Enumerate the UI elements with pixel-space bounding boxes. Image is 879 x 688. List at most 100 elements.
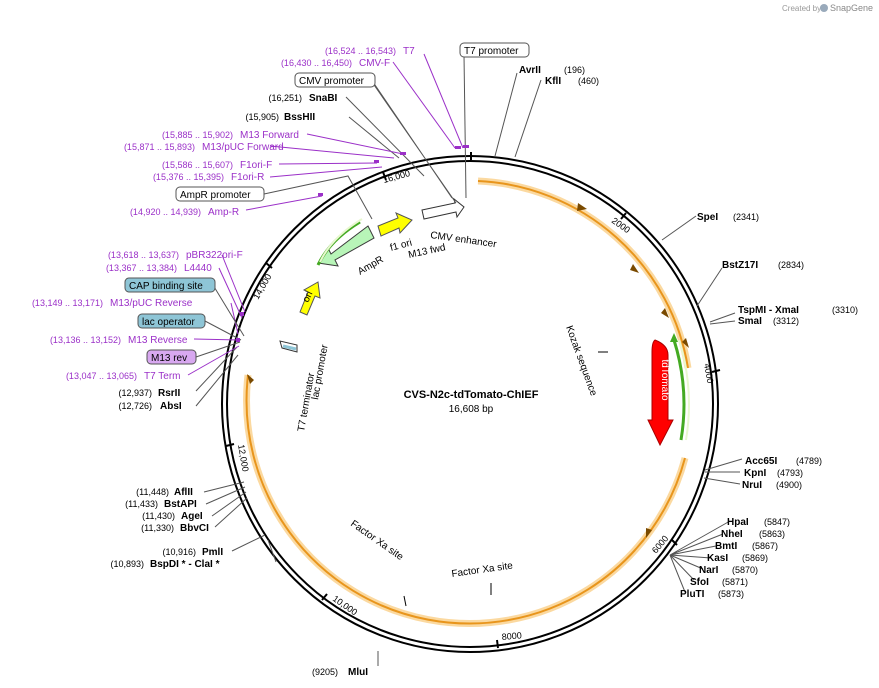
tick-8000: 8000 — [501, 630, 522, 642]
primer-m13puc-fwd-range: (15,871 .. 15,893) — [124, 142, 195, 152]
ori-label: ori — [301, 290, 316, 305]
site-avrii[interactable]: AvrII — [519, 65, 541, 76]
site-smai-pos: (3312) — [773, 316, 799, 326]
primer-f1orir[interactable]: F1ori-R — [231, 172, 264, 183]
primer-m13puc-fwd[interactable]: M13/pUC Forward — [202, 142, 284, 153]
t7-promoter-box[interactable]: T7 promoter — [459, 42, 530, 58]
site-bmti-pos: (5867) — [752, 541, 778, 551]
site-aflii[interactable]: AflII — [174, 487, 193, 498]
primer-ampr[interactable]: Amp-R — [208, 207, 239, 218]
site-hpai-pos: (5847) — [764, 517, 790, 527]
site-mlui-pos: (9205) — [312, 667, 338, 677]
credit-brand: SnapGene — [830, 3, 873, 13]
site-bstz17i[interactable]: BstZ17I — [722, 260, 758, 271]
chief-feature[interactable] — [672, 339, 686, 441]
site-rsrii-pos: (12,937) — [118, 388, 152, 398]
primer-m13puc-rev[interactable]: M13/pUC Reverse — [110, 298, 193, 309]
credit-prefix: Created by — [782, 4, 821, 13]
primer-f1orif[interactable]: F1ori-F — [240, 160, 272, 171]
site-snabi[interactable]: SnaBI — [309, 93, 338, 104]
ampr-label: AmpR — [356, 254, 386, 277]
cap-binding-box[interactable]: CAP binding site — [124, 277, 216, 293]
site-absi[interactable]: AbsI — [160, 401, 182, 412]
site-kasi[interactable]: KasI — [707, 553, 728, 564]
site-nrui[interactable]: NruI — [742, 480, 762, 491]
site-kpni[interactable]: KpnI — [744, 468, 766, 479]
site-pluti-pos: (5873) — [718, 589, 744, 599]
lac-operator-box[interactable]: lac operator — [137, 313, 206, 329]
site-avrii-pos: (196) — [564, 65, 585, 75]
site-agei[interactable]: AgeI — [181, 511, 203, 522]
site-bspdi-clai-pos: (10,893) — [110, 559, 144, 569]
primer-cmvf[interactable]: CMV-F — [359, 58, 390, 69]
orf-arrowheads — [247, 203, 689, 538]
site-pmli[interactable]: PmlI — [202, 547, 223, 558]
site-mlui[interactable]: MluI — [348, 667, 368, 678]
site-bspdi-clai[interactable]: BspDI * - ClaI * — [150, 559, 220, 570]
site-bbvci[interactable]: BbvCI — [180, 523, 209, 534]
site-bstz17i-pos: (2834) — [778, 260, 804, 270]
site-hpai[interactable]: HpaI — [727, 517, 749, 528]
primer-m13fwd[interactable]: M13 Forward — [240, 130, 299, 141]
site-kpni-pos: (4793) — [777, 468, 803, 478]
primer-m13rev[interactable]: M13 Reverse — [128, 335, 188, 346]
site-tspmi-xmai-pos: (3310) — [832, 305, 858, 315]
primer-leaders — [187, 53, 464, 376]
tdtomato-label: tdTomato — [659, 359, 670, 401]
site-kfli-pos: (460) — [578, 76, 599, 86]
f1ori-feature[interactable] — [377, 212, 413, 237]
site-nhei[interactable]: NheI — [721, 529, 743, 540]
site-kfli[interactable]: KflI — [545, 76, 561, 87]
m13-rev-box[interactable]: M13 rev — [146, 349, 197, 365]
primer-m13fwd-range: (15,885 .. 15,902) — [162, 130, 233, 140]
snapgene-logo-icon — [820, 4, 828, 12]
m13-rev-label: M13 rev — [151, 353, 187, 364]
ori-feature[interactable] — [299, 281, 321, 316]
tick-14000: 14,000 — [251, 272, 273, 301]
primer-ampr-range: (14,920 .. 14,939) — [130, 207, 201, 217]
left-leaders — [195, 54, 467, 563]
site-tspmi-xmai[interactable]: TspMI - XmaI — [738, 305, 799, 316]
site-kasi-pos: (5869) — [742, 553, 768, 563]
primer-m13rev-range: (13,136 .. 13,152) — [50, 335, 121, 345]
tick-12000: 12,000 — [236, 444, 251, 473]
cap-binding-label: CAP binding site — [129, 281, 203, 292]
t7-promoter-label: T7 promoter — [464, 46, 519, 57]
site-rsrii[interactable]: RsrII — [158, 388, 180, 399]
site-nari[interactable]: NarI — [699, 565, 719, 576]
site-acc65i-pos: (4789) — [796, 456, 822, 466]
primer-t7[interactable]: T7 — [403, 46, 415, 57]
site-sfoi[interactable]: SfoI — [690, 577, 709, 588]
ampr-promoter-box[interactable]: AmpR promoter — [175, 186, 265, 202]
site-absi-pos: (12,726) — [118, 401, 152, 411]
site-bstapi[interactable]: BstAPI — [164, 499, 197, 510]
t7-terminator-label: T7 terminator — [296, 371, 317, 432]
kozak-label: Kozak sequence — [563, 324, 599, 398]
primer-pbr322[interactable]: pBR322ori-F — [186, 250, 243, 261]
site-spei[interactable]: SpeI — [697, 212, 718, 223]
site-sfoi-pos: (5871) — [722, 577, 748, 587]
box-leaders — [195, 284, 245, 358]
site-bmti[interactable]: BmtI — [715, 541, 737, 552]
site-smai[interactable]: SmaI — [738, 316, 762, 327]
site-pluti[interactable]: PluTI — [680, 589, 705, 600]
factor-xa-label-2: Factor Xa site — [451, 560, 514, 580]
site-acc65i[interactable]: Acc65I — [745, 456, 777, 467]
site-bstapi-pos: (11,433) — [125, 499, 158, 509]
orf-arcs — [243, 177, 692, 627]
lac-operator-feature — [282, 344, 297, 351]
primer-l4440[interactable]: L4440 — [184, 263, 212, 274]
ampr-promoter-label: AmpR promoter — [180, 190, 251, 201]
primer-cmvf-range: (16,430 .. 16,450) — [281, 58, 352, 68]
site-snabi-pos: (16,251) — [268, 93, 302, 103]
primer-t7term[interactable]: T7 Term — [144, 371, 181, 382]
ampr-feature[interactable] — [317, 225, 375, 267]
primer-t7term-range: (13,047 .. 13,065) — [66, 371, 137, 381]
tdtomato-feature[interactable] — [647, 339, 674, 447]
cmv-enhancer-feature[interactable] — [421, 197, 465, 220]
right-leaders — [377, 72, 743, 666]
primer-site-marks — [236, 145, 469, 342]
lac-operator-label: lac operator — [142, 317, 195, 328]
site-bsshii[interactable]: BssHII — [284, 112, 315, 123]
cmv-promoter-box[interactable]: CMV promoter — [294, 72, 376, 88]
